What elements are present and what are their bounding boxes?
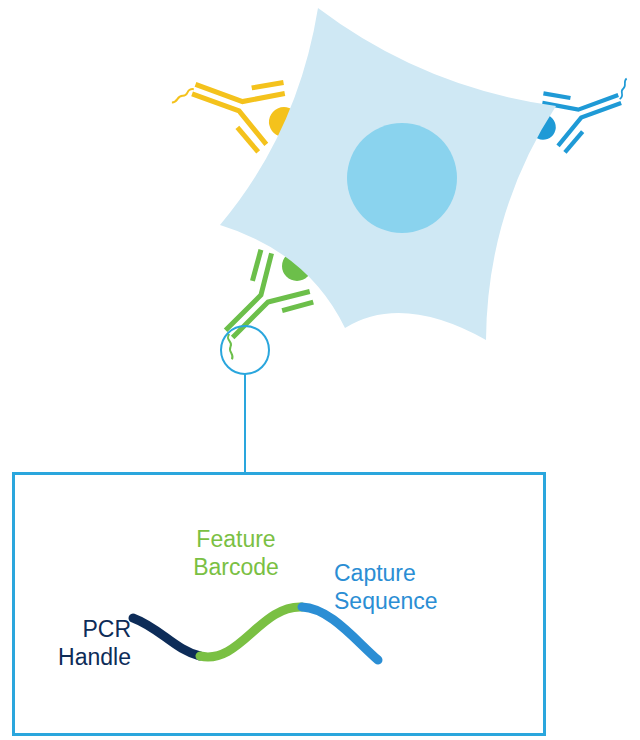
- feature-barcode-strand: [200, 607, 302, 657]
- inset-box: Feature BarcodeCapture SequencePCR Handl…: [12, 472, 546, 736]
- capture-label: Capture Sequence: [334, 559, 438, 615]
- handle-label: PCR Handle: [58, 615, 131, 671]
- pcr-handle-strand: [133, 618, 200, 656]
- capture-sequence-strand: [302, 607, 378, 660]
- feature-label: Feature Barcode: [193, 525, 279, 581]
- cell-nucleus: [347, 123, 457, 233]
- leader-line: [244, 374, 246, 472]
- callout-circle: [221, 326, 269, 374]
- cell-body: [220, 8, 556, 340]
